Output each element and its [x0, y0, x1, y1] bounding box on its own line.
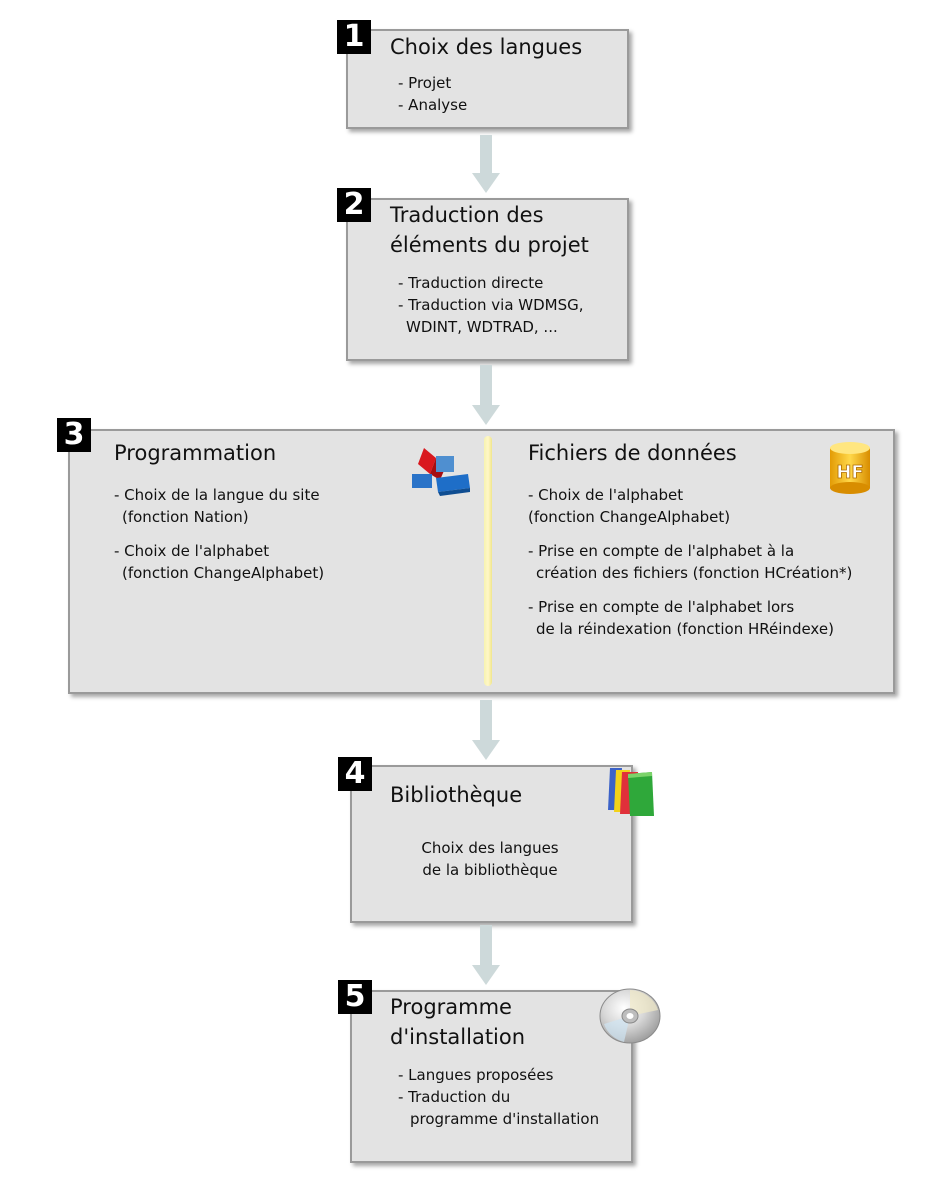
arrow-down-icon	[472, 700, 500, 760]
hf-icon-text: HF	[836, 462, 863, 483]
list-item-line: de la réindexation (fonction HRéindexe)	[536, 620, 834, 638]
step-4-number: 4	[338, 757, 372, 791]
list-item: - Langues proposées	[398, 1066, 554, 1084]
step-4-box	[350, 765, 633, 923]
step-2-list: - Traduction directe - Traduction via WD…	[398, 272, 584, 338]
fichiers-list: - Choix de l'alphabet (fonction ChangeAl…	[528, 484, 852, 652]
step-2-title-line-2: éléments du projet	[390, 233, 589, 257]
list-item-line: (fonction Nation)	[122, 508, 249, 526]
step-5-title-line-2: d'installation	[390, 1025, 526, 1049]
cd-icon	[599, 988, 661, 1044]
column-divider	[484, 436, 492, 686]
arrow-down-icon	[472, 365, 500, 425]
fichiers-title: Fichiers de données	[528, 441, 737, 465]
list-item: WDINT, WDTRAD, ...	[406, 318, 558, 336]
step-1-box	[346, 29, 629, 129]
list-item: programme d'installation	[410, 1110, 600, 1128]
list-item-line: - Choix de l'alphabet	[528, 486, 684, 504]
step-5-title-line-1: Programme	[390, 995, 512, 1019]
list-item-line: - Choix de l'alphabet	[114, 542, 270, 560]
step-3-number: 3	[57, 418, 91, 452]
list-item: - Analyse	[398, 96, 468, 114]
arrow-down-icon	[472, 925, 500, 985]
step-1-title: Choix des langues	[390, 35, 583, 59]
list-item: - Traduction directe	[398, 274, 544, 292]
step-2-number: 2	[337, 188, 371, 222]
step-4-body-line-1: Choix des langues	[421, 839, 559, 857]
list-item: - Choix de l'alphabet (fonction ChangeAl…	[114, 540, 324, 584]
list-item: - Projet	[398, 74, 452, 92]
list-item: - Choix de l'alphabet (fonction ChangeAl…	[528, 484, 852, 528]
list-item-line: (fonction ChangeAlphabet)	[528, 508, 731, 526]
step-1-list: - Projet - Analyse	[398, 72, 467, 116]
step-3-box	[68, 429, 895, 694]
arrow-down-icon	[472, 135, 500, 193]
step-2-title: Traduction des éléments du projet	[390, 200, 589, 260]
step-2-box	[346, 198, 629, 361]
list-item: - Traduction du	[398, 1088, 511, 1106]
list-item: - Prise en compte de l'alphabet lors de …	[528, 596, 852, 640]
programmation-list: - Choix de la langue du site (fonction N…	[114, 484, 324, 596]
books-icon	[608, 768, 654, 816]
list-item-line: - Prise en compte de l'alphabet à la	[528, 542, 795, 560]
hf-database-icon: HF	[830, 442, 870, 494]
list-item-line: (fonction ChangeAlphabet)	[122, 564, 325, 582]
list-item: - Traduction via WDMSG,	[398, 296, 584, 314]
list-item-line: création des fichiers (fonction HCréatio…	[536, 564, 853, 582]
step-5-number: 5	[338, 980, 372, 1014]
list-item: - Prise en compte de l'alphabet à la cré…	[528, 540, 852, 584]
step-5-box	[350, 990, 633, 1163]
list-item-line: - Choix de la langue du site	[114, 486, 320, 504]
step-5-title: Programme d'installation	[390, 992, 525, 1052]
programming-icon	[412, 448, 470, 496]
list-item-line: - Prise en compte de l'alphabet lors	[528, 598, 795, 616]
step-4-body: Choix des langues de la bibliothèque	[390, 837, 590, 881]
programmation-title: Programmation	[114, 441, 277, 465]
step-4-title: Bibliothèque	[390, 783, 523, 807]
step-1-number: 1	[337, 20, 371, 54]
step-5-list: - Langues proposées - Traduction du prog…	[398, 1064, 599, 1130]
list-item: - Choix de la langue du site (fonction N…	[114, 484, 324, 528]
step-4-body-line-2: de la bibliothèque	[422, 861, 558, 879]
step-2-title-line-1: Traduction des	[390, 203, 544, 227]
